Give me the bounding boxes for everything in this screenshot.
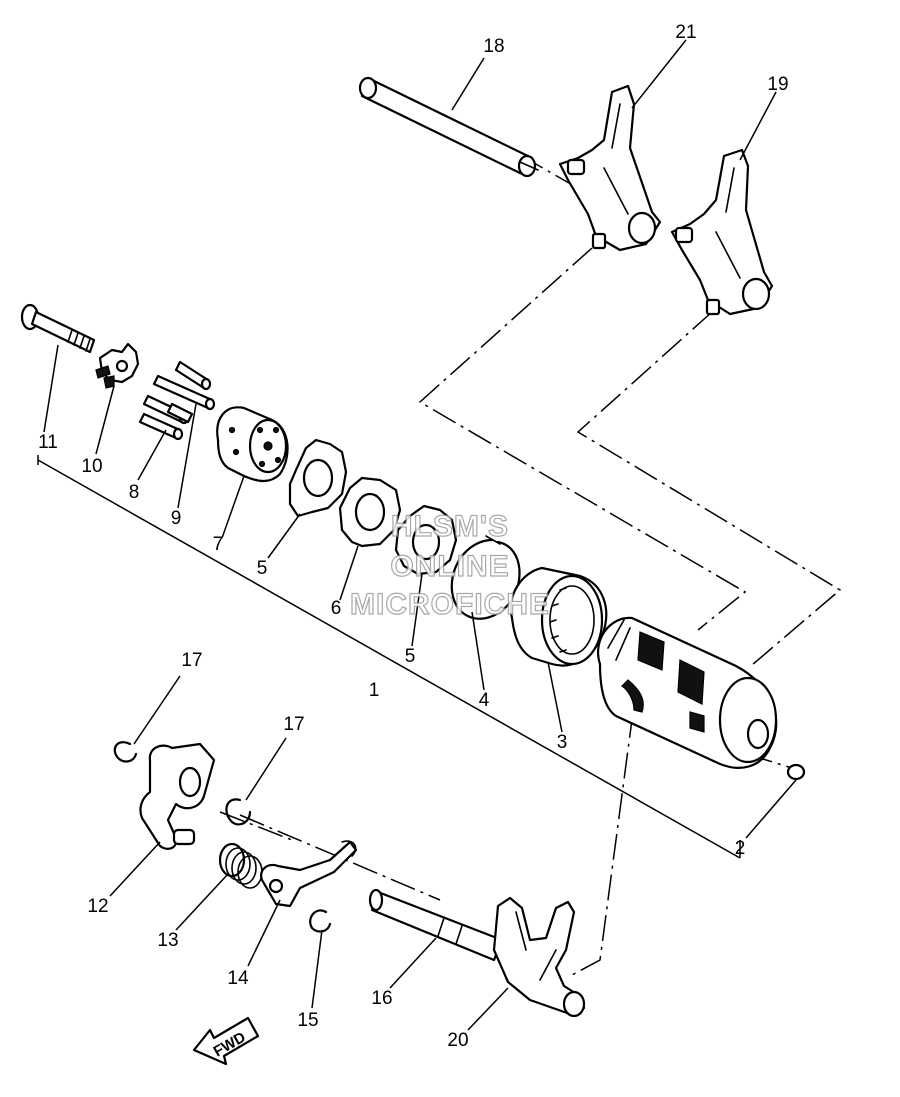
segment-7 <box>216 406 289 483</box>
bolt-11 <box>20 303 96 354</box>
callout-20: 20 <box>447 1030 468 1051</box>
pin-8c <box>166 402 194 424</box>
stopper-plate-10 <box>95 342 140 389</box>
callout-16: 16 <box>371 988 392 1009</box>
callout-1: 1 <box>369 680 380 701</box>
forward-direction-arrow: FWD <box>192 1016 260 1066</box>
callout-17a: 17 <box>181 650 202 671</box>
callout-5b: 5 <box>405 646 416 667</box>
callout-13: 13 <box>157 930 178 951</box>
callout-15: 15 <box>297 1010 318 1031</box>
callout-7: 7 <box>213 534 224 555</box>
shift-fork-20 <box>492 896 586 1018</box>
circlip-17a <box>113 741 138 763</box>
callout-4: 4 <box>479 690 490 711</box>
shift-drum-1 <box>597 616 778 769</box>
pins-8-9 <box>138 360 216 441</box>
pin-9a <box>174 360 212 391</box>
callout-5a: 5 <box>257 558 268 579</box>
circlip-4 <box>450 535 521 620</box>
callout-17b: 17 <box>283 714 304 735</box>
shift-fork-shaft-18 <box>358 76 539 178</box>
callout-3: 3 <box>557 732 568 753</box>
circlip-17b <box>225 798 252 826</box>
callout-11: 11 <box>38 432 58 453</box>
pin-8b <box>138 412 184 441</box>
callout-14: 14 <box>227 968 249 989</box>
callout-18: 18 <box>483 36 504 57</box>
watermark: HLSM'S ONLINE MICROFICHE <box>349 509 550 621</box>
callout-2: 2 <box>735 838 746 859</box>
leader-lines <box>43 39 797 1031</box>
watermark-line-2: ONLINE <box>390 550 509 583</box>
star-plate-5b <box>394 504 458 576</box>
callout-19: 19 <box>767 74 788 95</box>
pin-9b <box>152 374 216 411</box>
callout-labels: 18 21 19 11 10 8 9 7 5 6 5 1 4 3 2 17 17… <box>38 22 788 1051</box>
shift-lever-12 <box>139 742 216 850</box>
callout-8: 8 <box>129 482 140 503</box>
callout-21: 21 <box>675 22 696 43</box>
watermark-line-3: MICROFICHE <box>350 588 550 621</box>
callout-12: 12 <box>87 896 108 917</box>
pin-2 <box>786 763 806 781</box>
callout-9: 9 <box>171 508 182 529</box>
star-plate-5a <box>288 438 348 518</box>
shift-fork-21 <box>558 84 662 252</box>
star-plate-6 <box>338 476 402 548</box>
callout-6: 6 <box>331 598 342 619</box>
return-spring-13 <box>218 842 263 889</box>
watermark-line-1: HLSM'S <box>391 510 509 543</box>
callout-10: 10 <box>81 456 102 477</box>
spring-arm-14 <box>260 840 358 908</box>
circlip-15 <box>309 909 332 933</box>
shift-shaft-16 <box>368 888 504 962</box>
bearing-3 <box>509 566 608 667</box>
assembly-bracket-lines <box>37 455 741 859</box>
shift-fork-19 <box>670 148 774 316</box>
